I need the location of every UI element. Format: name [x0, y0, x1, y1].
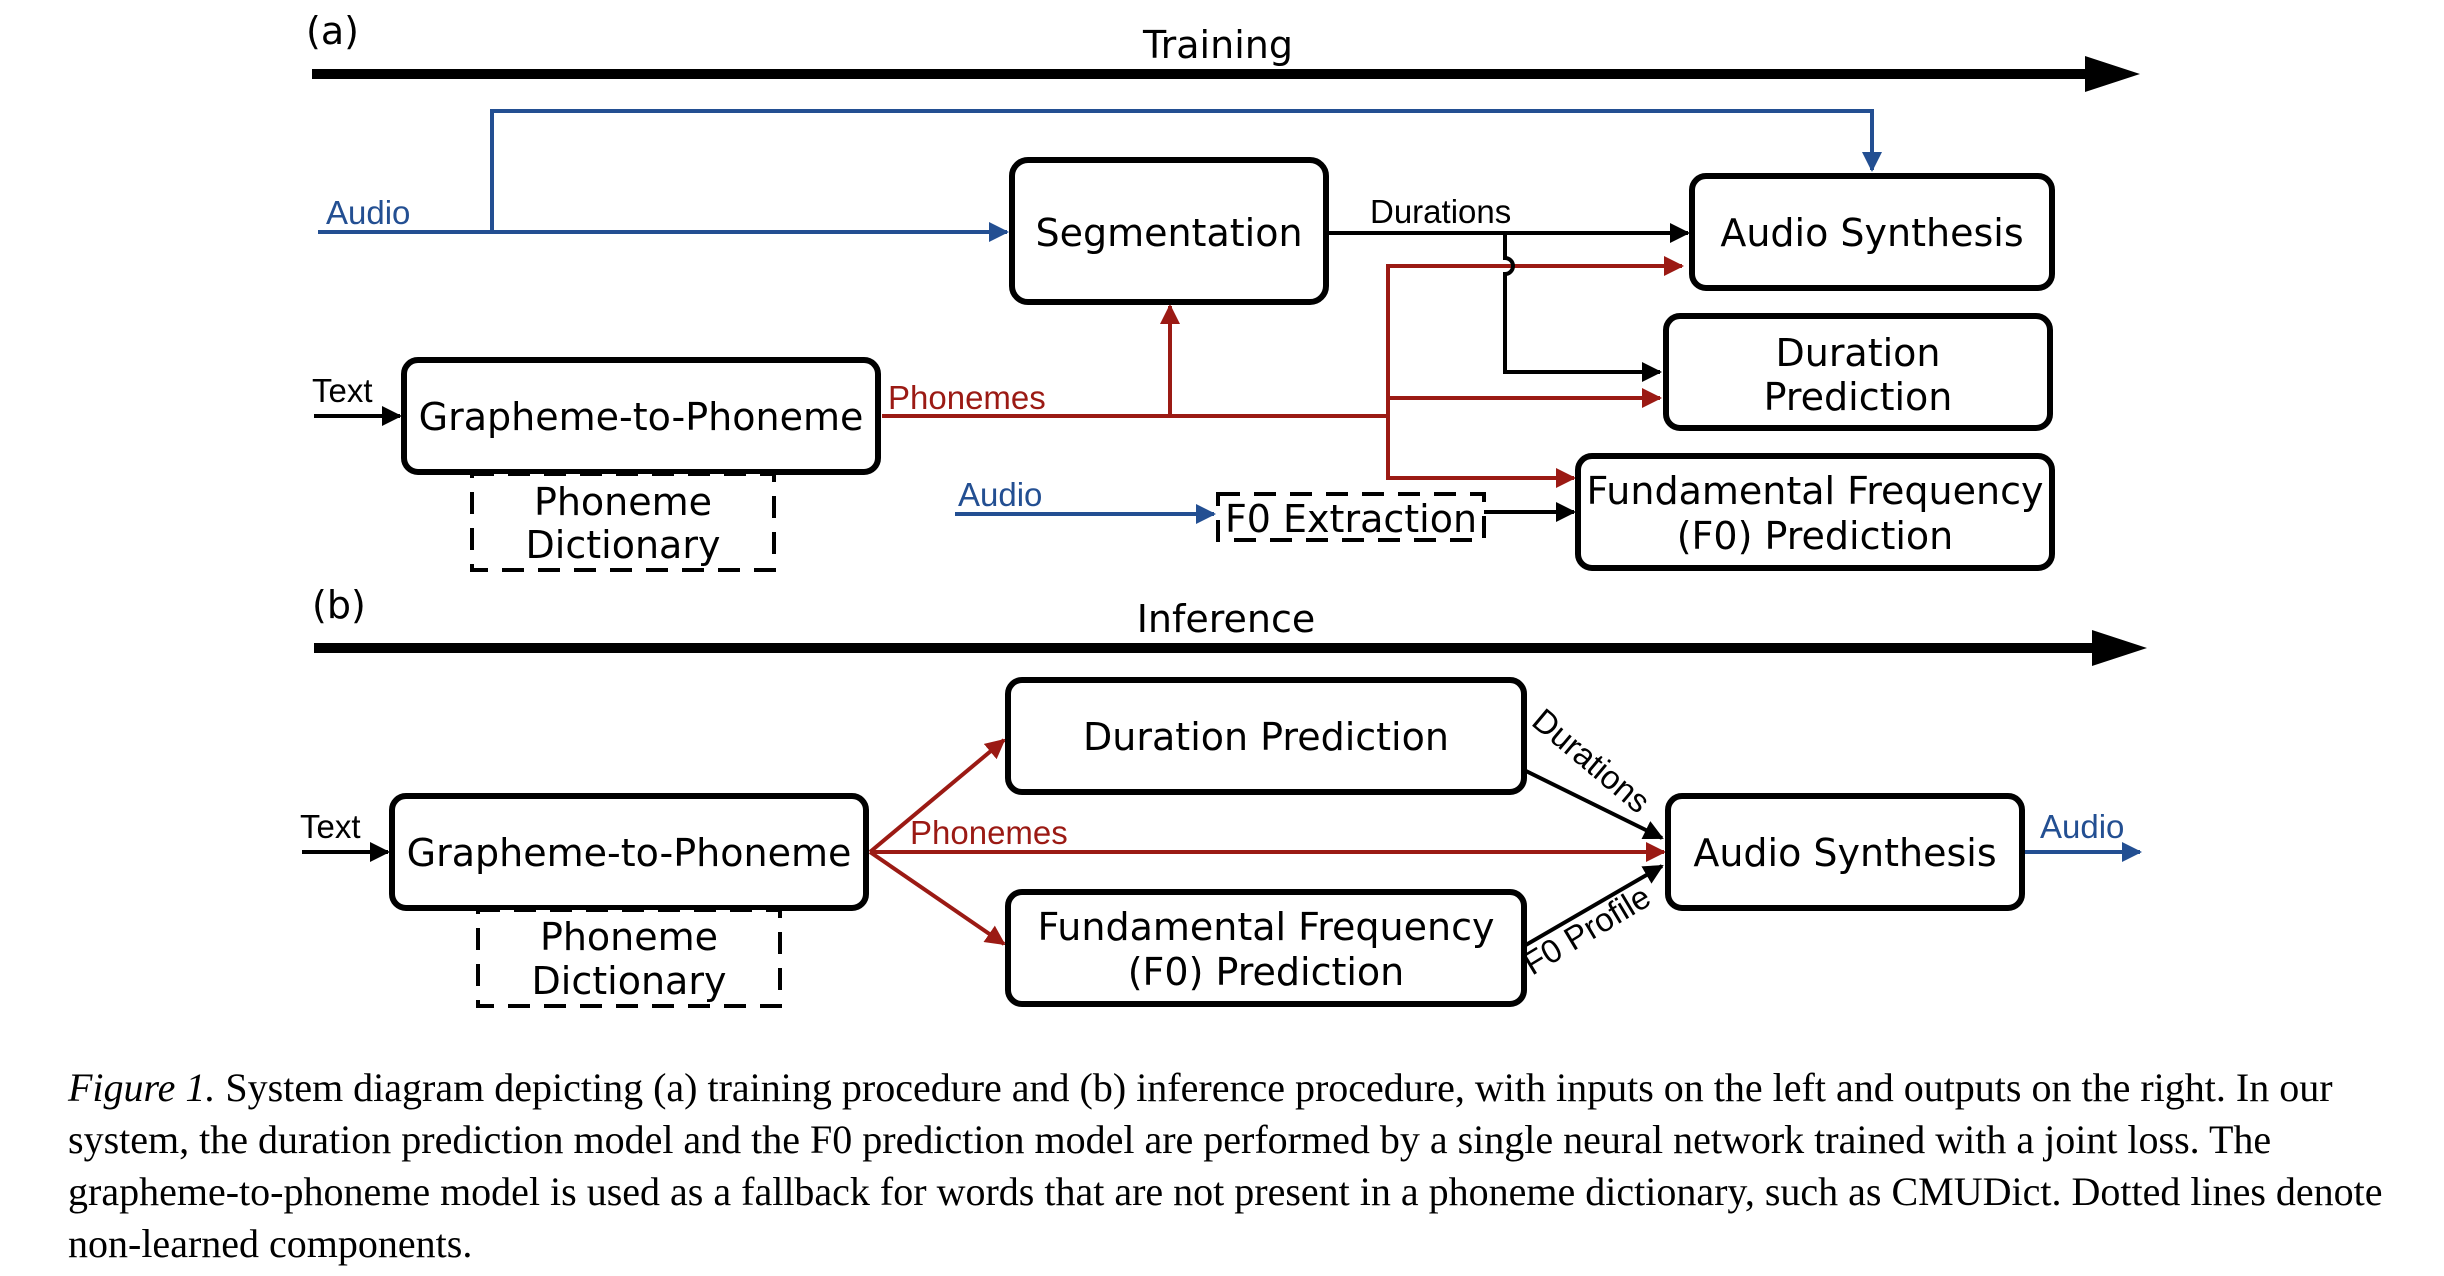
phoneme-dictionary-box-b: Phoneme Dictionary	[476, 908, 782, 1008]
duration-line1-a: Duration	[1775, 331, 1940, 375]
phonemes-to-f0-arrow	[1386, 416, 1576, 488]
f0-prediction-box-a: Fundamental Frequency (F0) Prediction	[1575, 453, 2055, 571]
text-input-label-b: Text	[300, 808, 361, 845]
durations-to-duration-arrow	[1503, 233, 1662, 382]
phonemes-to-duration-arrow-b	[868, 738, 1006, 854]
audio-output-label: Audio	[2040, 808, 2124, 845]
segmentation-label: Segmentation	[1035, 211, 1302, 255]
audio-input-label-f0: Audio	[958, 476, 1042, 513]
panel-a: (a) Training Audio Text	[306, 9, 2140, 572]
durations-arrow-b	[1523, 768, 1664, 840]
panel-a-connectors	[314, 109, 1882, 524]
phonemes-to-synthesis-arrow	[1386, 256, 1684, 416]
f0-profile-label: F0 Profile	[1517, 878, 1657, 982]
audio-synthesis-box-b: Audio Synthesis	[1665, 793, 2025, 911]
audio-input-label-a: Audio	[326, 194, 410, 231]
dictionary-line1-a: Phoneme	[534, 480, 712, 524]
dictionary-line2-b: Dictionary	[532, 959, 727, 1003]
panel-a-tag: (a)	[306, 9, 359, 53]
dictionary-line2-a: Dictionary	[526, 523, 721, 567]
figure-caption-text: System diagram depicting (a) training pr…	[68, 1065, 2383, 1266]
figure-caption: Figure 1. System diagram depicting (a) t…	[68, 1062, 2388, 1270]
phonemes-label-a: Phonemes	[888, 379, 1046, 416]
phonemes-label-b: Phonemes	[910, 814, 1068, 851]
g2p-label-a: Grapheme-to-Phoneme	[419, 395, 864, 439]
segmentation-box: Segmentation	[1009, 157, 1329, 305]
duration-prediction-box-b: Duration Prediction	[1005, 677, 1527, 795]
f0-extraction-box: F0 Extraction	[1216, 492, 1486, 542]
dictionary-line1-b: Phoneme	[540, 915, 718, 959]
duration-line2-a: Prediction	[1764, 375, 1953, 419]
g2p-label-b: Grapheme-to-Phoneme	[407, 831, 852, 875]
f0-extraction-label: F0 Extraction	[1225, 497, 1477, 541]
audio-to-synthesis-arrow	[490, 109, 1882, 232]
f0-profile-arrow-b	[1522, 864, 1664, 948]
f0-prediction-line2-a: (F0) Prediction	[1677, 514, 1954, 558]
figure-caption-lead: Figure 1.	[68, 1065, 216, 1110]
text-input-label-a: Text	[312, 372, 373, 409]
f0-prediction-line2-b: (F0) Prediction	[1128, 950, 1405, 994]
f0-prediction-box-b: Fundamental Frequency (F0) Prediction	[1005, 889, 1527, 1007]
phoneme-dictionary-box-a: Phoneme Dictionary	[470, 472, 776, 572]
audio-synthesis-label-b: Audio Synthesis	[1693, 831, 1996, 875]
system-diagram: (a) Training Audio Text	[300, 9, 2147, 1008]
g2p-box-b: Grapheme-to-Phoneme	[389, 793, 869, 911]
duration-prediction-box-a: Duration Prediction	[1663, 313, 2053, 431]
durations-label-a: Durations	[1370, 193, 1511, 230]
inference-label: Inference	[1137, 597, 1316, 641]
training-label: Training	[1142, 23, 1293, 67]
training-timeline-arrow	[312, 56, 2140, 92]
g2p-box-a: Grapheme-to-Phoneme	[401, 357, 881, 475]
f0-prediction-line1-a: Fundamental Frequency	[1587, 469, 2044, 513]
inference-timeline-arrow	[314, 630, 2147, 666]
panel-b-tag: (b)	[312, 583, 366, 627]
audio-synthesis-box-a: Audio Synthesis	[1689, 173, 2055, 291]
f0-prediction-line1-b: Fundamental Frequency	[1038, 905, 1495, 949]
duration-prediction-label-b: Duration Prediction	[1083, 715, 1449, 759]
phonemes-to-f0-arrow-b	[868, 850, 1006, 946]
audio-synthesis-label-a: Audio Synthesis	[1720, 211, 2023, 255]
panel-b: (b) Inference Text Phonemes Audio Durati…	[300, 583, 2147, 1008]
panel-b-connectors	[302, 738, 2142, 948]
